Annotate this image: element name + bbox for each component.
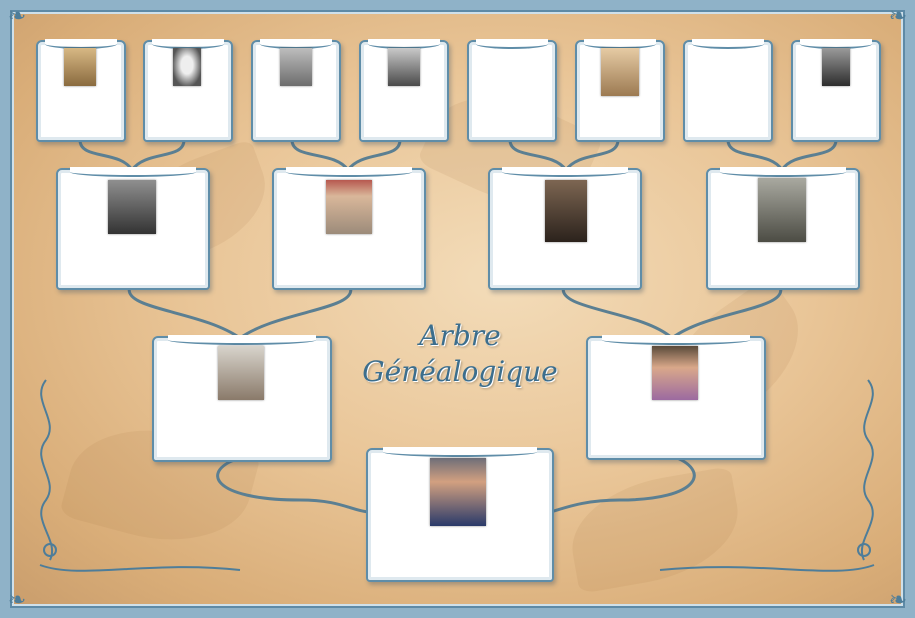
left-side-flourish <box>39 379 241 572</box>
parent-card-father[interactable] <box>152 335 332 462</box>
title-line-1: Arbre <box>419 319 501 352</box>
grandparent-card-2[interactable] <box>272 167 426 290</box>
connector-scroll <box>127 284 353 340</box>
portrait-photo <box>64 48 96 86</box>
portrait-photo <box>280 48 312 86</box>
grandparent-card-3[interactable] <box>488 167 642 290</box>
great-grandparent-card-5[interactable] <box>467 39 557 142</box>
connector-scroll <box>561 284 783 340</box>
great-grandparent-card-6[interactable] <box>575 39 665 142</box>
portrait-photo <box>758 178 806 242</box>
great-grandparent-card-8[interactable] <box>791 39 881 142</box>
grandparent-card-1[interactable] <box>56 167 210 290</box>
connector-scroll <box>726 138 838 172</box>
corner-ornament-icon: ❧ <box>7 588 27 613</box>
parent-card-mother[interactable] <box>586 335 766 460</box>
title-line-2: Généalogique <box>362 355 558 388</box>
portrait-photo <box>601 48 639 96</box>
portrait-photo <box>218 346 264 400</box>
portrait-photo <box>388 48 420 86</box>
great-grandparent-card-7[interactable] <box>683 39 773 142</box>
corner-ornament-icon: ❧ <box>888 4 908 29</box>
connector-scroll <box>290 138 402 172</box>
connector-scroll <box>508 138 620 172</box>
portrait-photo <box>652 346 698 400</box>
great-grandparent-card-1[interactable] <box>36 39 126 142</box>
great-grandparent-card-2[interactable] <box>143 39 233 142</box>
portrait-photo <box>326 180 372 234</box>
great-grandparent-card-4[interactable] <box>359 39 449 142</box>
corner-ornament-icon: ❧ <box>7 4 27 29</box>
tree-title: Arbre Généalogique <box>340 318 580 390</box>
right-side-flourish <box>659 379 875 572</box>
portrait-photo <box>173 48 201 86</box>
portrait-photo <box>822 48 850 86</box>
connector-scroll <box>78 138 186 172</box>
connector-scroll <box>548 454 696 514</box>
great-grandparent-card-3[interactable] <box>251 39 341 142</box>
portrait-photo <box>545 180 587 242</box>
connector-scroll <box>216 456 370 514</box>
portrait-photo <box>430 458 486 526</box>
root-person-card[interactable] <box>366 447 554 582</box>
grandparent-card-4[interactable] <box>706 167 860 290</box>
portrait-photo <box>108 180 156 234</box>
corner-ornament-icon: ❧ <box>888 588 908 613</box>
